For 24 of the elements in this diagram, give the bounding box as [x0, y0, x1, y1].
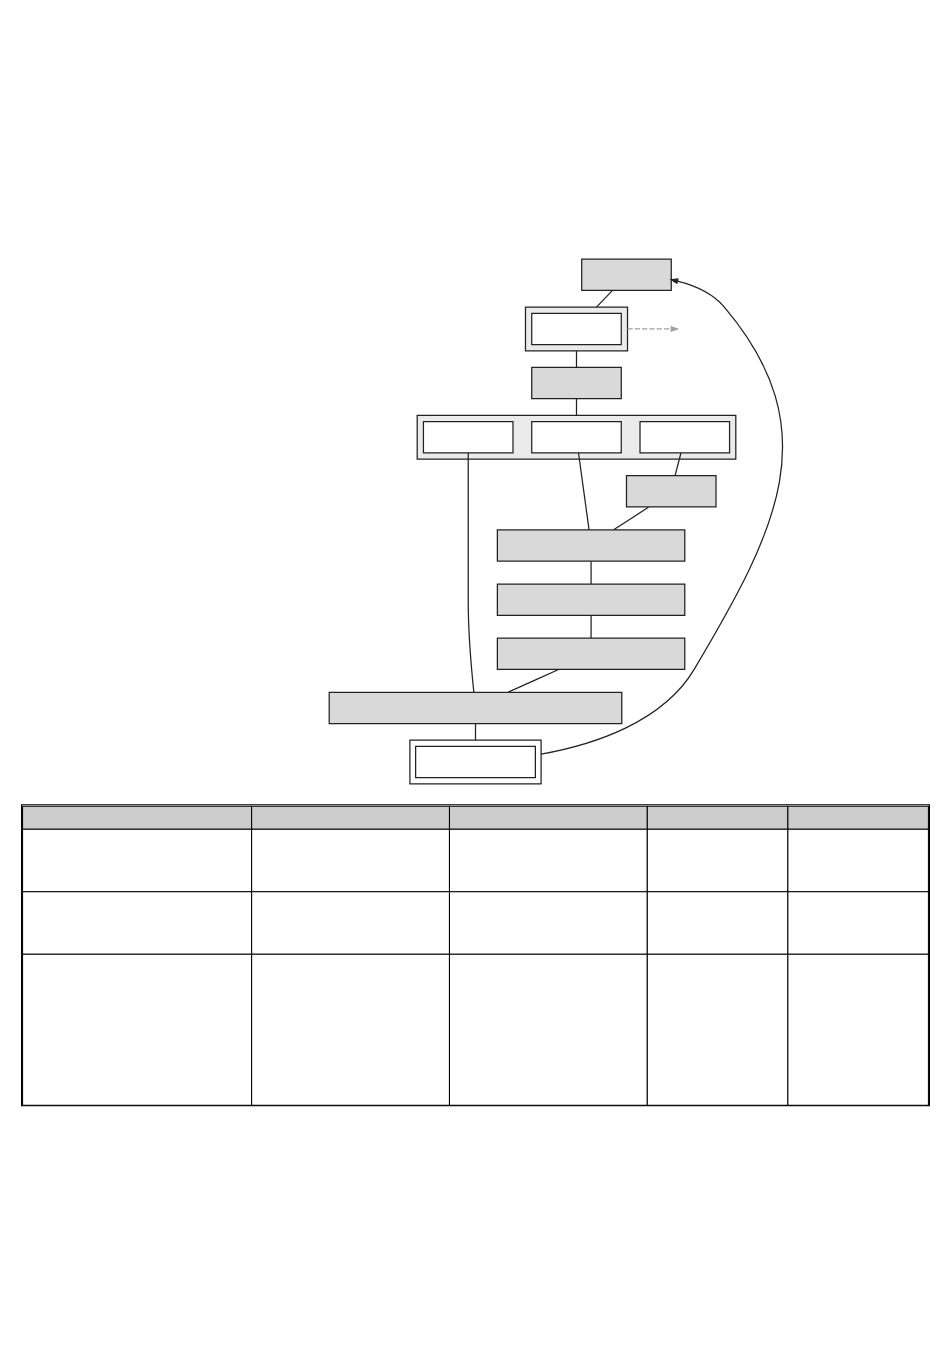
- connector: [673, 452, 682, 477]
- node-box: [530, 366, 622, 400]
- connector: [589, 560, 592, 585]
- connector: [612, 506, 649, 531]
- node-box: [496, 529, 685, 562]
- node-box: [496, 583, 685, 616]
- node-box: [496, 637, 685, 671]
- node-box: [414, 745, 536, 779]
- node-box: [530, 420, 622, 454]
- connector: [577, 452, 590, 531]
- node-box: [580, 258, 672, 292]
- node-box: [328, 691, 622, 725]
- connector: [467, 452, 474, 693]
- arrow: [539, 278, 783, 755]
- cluster: [524, 306, 628, 352]
- node-box: [638, 420, 730, 454]
- node-box: [422, 420, 514, 454]
- cluster: [416, 414, 736, 460]
- connector: [589, 614, 592, 639]
- connector: [595, 289, 613, 308]
- arrow: [626, 325, 679, 332]
- node-box: [625, 475, 717, 508]
- node-box: [530, 312, 622, 346]
- cluster: [408, 739, 542, 785]
